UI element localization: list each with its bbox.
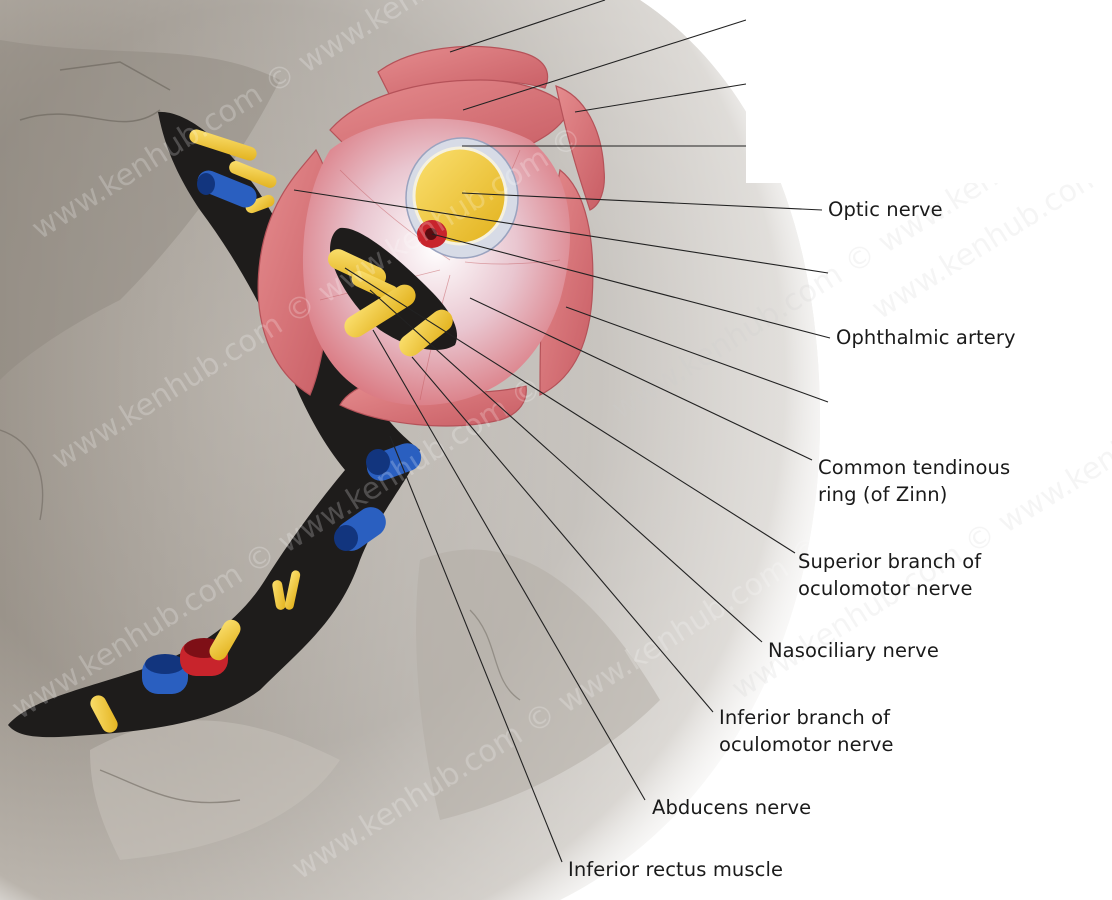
small-nerves-fissure xyxy=(272,570,301,610)
leader-inferior-rectus xyxy=(389,435,563,863)
leader-abducens xyxy=(372,329,646,801)
leader-nasociliary xyxy=(369,289,763,643)
nerve-bottom xyxy=(90,619,241,733)
label-mask-top-right xyxy=(746,0,1112,183)
fissure-structures xyxy=(90,129,422,733)
label-abducens-nerve: Abducens nerve xyxy=(652,796,812,819)
vein-bottom xyxy=(142,654,188,694)
ring-nerves xyxy=(327,249,453,357)
leader-superior-branch xyxy=(344,267,796,554)
leader-top-3 xyxy=(574,83,747,113)
leader-lateral-rectus xyxy=(293,189,829,274)
vein-upper xyxy=(197,170,257,208)
vein-lower-1 xyxy=(366,443,422,481)
leader-optic-nerve xyxy=(461,192,823,211)
leader-top-1 xyxy=(449,0,606,53)
superior-rectus-muscle xyxy=(555,85,605,211)
label-superior-branch-oculomotor: Superior branch of oculomotor nerve xyxy=(798,550,982,600)
label-optic-nerve: Optic nerve xyxy=(828,198,943,221)
leader-lines xyxy=(293,0,831,863)
superior-orbital-fissure xyxy=(8,111,420,738)
leader-common-tendinous-ring xyxy=(469,297,813,461)
nerve-branch-upper xyxy=(189,129,277,214)
label-nasociliary-nerve: Nasociliary nerve xyxy=(768,639,939,662)
vein-lower-2 xyxy=(334,507,386,551)
leader-ophthalmic-artery xyxy=(431,233,831,339)
label-inferior-branch-oculomotor: Inferior branch of oculomotor nerve xyxy=(719,706,894,756)
leader-top-2 xyxy=(462,19,747,111)
label-ophthalmic-artery: Ophthalmic artery xyxy=(836,326,1016,349)
label-inferior-rectus-muscle: Inferior rectus muscle xyxy=(568,858,784,881)
leader-inferior-branch xyxy=(411,356,714,713)
label-common-tendinous-ring: Common tendinous ring (of Zinn) xyxy=(818,456,1011,506)
leader-medial-rectus xyxy=(565,306,829,403)
